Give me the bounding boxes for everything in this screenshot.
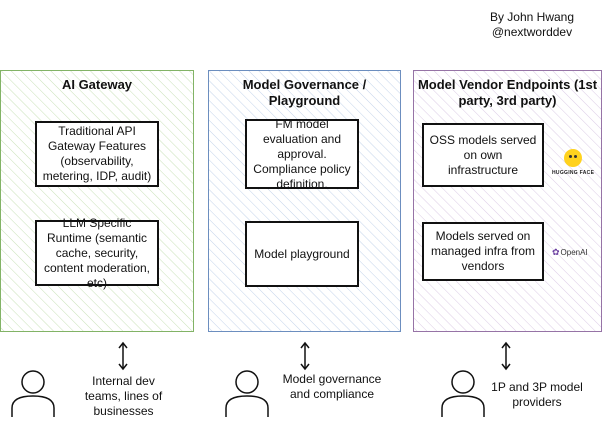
openai-icon: ✿ [552, 247, 560, 257]
box-label: FM model evaluation and approval. Compli… [253, 116, 351, 191]
ai-gateway-panel: AI Gateway Traditional API Gateway Featu… [0, 70, 194, 332]
hugging-face-icon [564, 149, 583, 167]
panel-hatch-fill [1, 71, 193, 331]
openai-wordmark: OpenAI [560, 248, 588, 257]
model-playground-box: Model playground [245, 221, 359, 287]
panel-title: Model Vendor Endpoints (1st party, 3rd p… [417, 77, 598, 108]
bidirectional-arrow-icon [501, 341, 511, 371]
panel-title: Model Governance / Playground [242, 77, 367, 108]
governance-caption: Model governance and compliance [282, 372, 382, 401]
hugging-face-logo: HUGGING FACE [552, 149, 594, 176]
panel-hatch-fill [209, 71, 400, 331]
box-label: Model playground [254, 246, 350, 261]
author-handle: @nextworddev [491, 25, 573, 39]
box-label: Models served on managed infra from vend… [430, 229, 536, 273]
box-label: LLM Specific Runtime (semantic cache, se… [43, 215, 151, 290]
panel-title: AI Gateway [61, 77, 133, 92]
box-label: OSS models served on own infrastructure [429, 132, 537, 177]
person-icon [441, 370, 485, 417]
bidirectional-arrow-icon [300, 341, 310, 371]
person-icon [11, 370, 55, 417]
model-vendor-panel: Model Vendor Endpoints (1st party, 3rd p… [413, 70, 602, 332]
model-governance-panel: Model Governance / Playground FM model e… [208, 70, 401, 332]
person-icon [225, 370, 269, 417]
panel-hatch-fill [414, 71, 601, 331]
llm-runtime-box: LLM Specific Runtime (semantic cache, se… [35, 216, 159, 290]
box-label: Traditional API Gateway Features (observ… [42, 124, 152, 183]
api-gateway-features-box: Traditional API Gateway Features (observ… [35, 121, 159, 187]
managed-models-box: Models served on managed infra from vend… [422, 222, 544, 281]
hugging-face-wordmark: HUGGING FACE [552, 170, 595, 176]
oss-models-box: OSS models served on own infrastructure [422, 123, 544, 187]
fm-evaluation-box: FM model evaluation and approval. Compli… [245, 116, 359, 191]
author-credit: By John Hwang @nextworddev [468, 10, 596, 40]
openai-logo: ✿ OpenAI [552, 247, 588, 258]
bidirectional-arrow-icon [118, 341, 128, 371]
model-providers-caption: 1P and 3P model providers [491, 380, 583, 409]
author-name: By John Hwang [489, 10, 575, 24]
internal-teams-caption: Internal dev teams, lines of businesses [84, 374, 163, 418]
